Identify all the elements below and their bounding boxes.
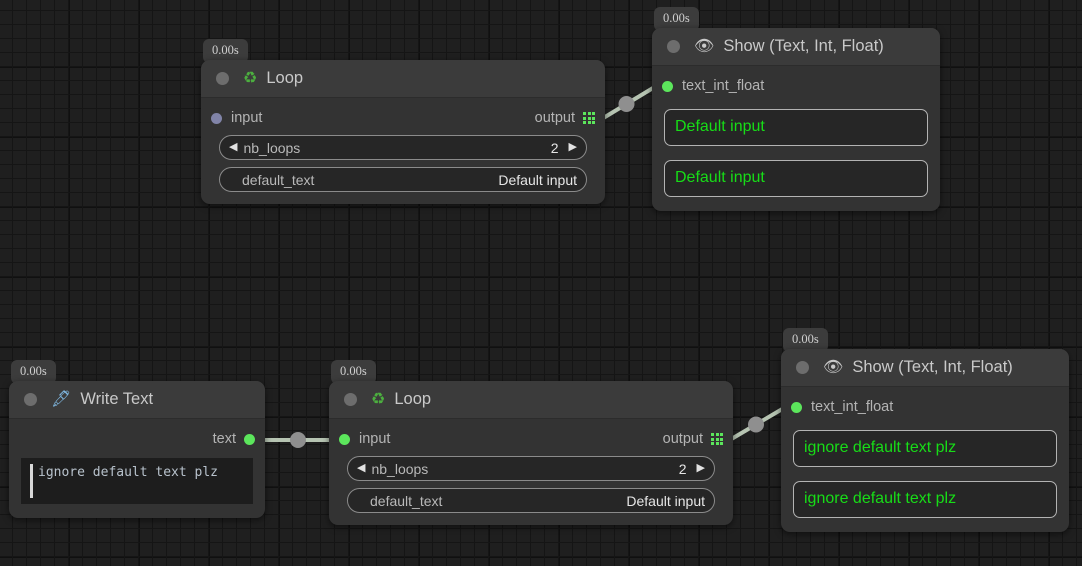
input-label: input <box>359 431 391 447</box>
param-name: nb_loops <box>243 139 301 156</box>
node-header[interactable]: 👁 Show (Text, Int, Float) <box>781 349 1069 387</box>
node-time-badge: 0.00s <box>11 360 56 384</box>
text-caret <box>30 464 33 498</box>
param-value: Default input <box>498 171 577 188</box>
node-body: text_int_float ignore default text plz i… <box>781 387 1069 532</box>
node-title: Loop <box>266 69 304 87</box>
recycle-icon: ♻ <box>243 69 258 87</box>
node-body: text_int_float Default input Default inp… <box>652 66 940 211</box>
node-title: Show (Text, Int, Float) <box>723 37 884 55</box>
output-value-box: Default input <box>664 160 928 197</box>
input-socket-input[interactable] <box>339 433 350 445</box>
node-collapse-dot[interactable] <box>24 393 37 406</box>
param-value: 2 <box>550 139 559 156</box>
link-midpoint-dot[interactable] <box>290 432 306 448</box>
node-header[interactable]: ♻ Loop <box>201 60 605 98</box>
output-label: output <box>534 110 575 126</box>
node-show-top[interactable]: 👁 Show (Text, Int, Float) text_int_float… <box>652 28 940 211</box>
output-socket-list-icon[interactable] <box>583 112 595 124</box>
node-loop-bottom[interactable]: ♻ Loop input output ◀ nb_loops 2 ▶ defau… <box>329 381 733 525</box>
input-socket-input[interactable] <box>211 112 222 124</box>
output-value-box: Default input <box>664 109 928 146</box>
param-name: default_text <box>370 492 443 509</box>
stepper-right-arrow-icon[interactable]: ▶ <box>568 141 577 153</box>
node-header[interactable]: 👁 Show (Text, Int, Float) <box>652 28 940 66</box>
port-row: text <box>19 429 255 449</box>
link-loop-top-to-show-top <box>598 86 655 122</box>
param-nb-loops-stepper[interactable]: ◀ nb_loops 2 ▶ <box>219 135 587 160</box>
input-label: input <box>231 110 263 126</box>
stepper-left-arrow-icon[interactable]: ◀ <box>357 462 366 474</box>
node-collapse-dot[interactable] <box>344 393 357 406</box>
param-value: Default input <box>626 492 705 509</box>
output-value-box: ignore default text plz <box>793 481 1057 518</box>
input-label: text_int_float <box>682 78 765 94</box>
port-row: text_int_float <box>662 76 930 96</box>
param-name: nb_loops <box>371 460 429 477</box>
node-time-badge: 0.00s <box>203 39 248 63</box>
node-write-text[interactable]: 🖋 Write Text text ignore default text pl… <box>9 381 265 518</box>
eye-icon: 👁 <box>823 358 844 376</box>
param-value: 2 <box>678 460 687 477</box>
param-default-text[interactable]: default_text Default input <box>347 488 715 513</box>
node-header[interactable]: ♻ Loop <box>329 381 733 419</box>
stepper-right-arrow-icon[interactable]: ▶ <box>696 462 705 474</box>
node-collapse-dot[interactable] <box>796 361 809 374</box>
node-title: Loop <box>394 390 432 408</box>
node-time-badge: 0.00s <box>654 7 699 31</box>
input-label: text_int_float <box>811 399 894 415</box>
output-label: output <box>662 431 703 447</box>
text-editor[interactable]: ignore default text plz <box>21 458 253 504</box>
eye-icon: 👁 <box>694 37 715 55</box>
node-collapse-dot[interactable] <box>667 40 680 53</box>
output-socket-text[interactable] <box>244 433 255 445</box>
stepper-left-arrow-icon[interactable]: ◀ <box>229 141 238 153</box>
output-value-box: ignore default text plz <box>793 430 1057 467</box>
node-header[interactable]: 🖋 Write Text <box>9 381 265 419</box>
node-title: Show (Text, Int, Float) <box>852 358 1013 376</box>
node-time-badge: 0.00s <box>331 360 376 384</box>
param-default-text[interactable]: default_text Default input <box>219 167 587 192</box>
pen-nib-icon: 🖋 <box>51 390 72 408</box>
node-body: input output ◀ nb_loops 2 ▶ default_text… <box>201 98 605 204</box>
link-midpoint-dot[interactable] <box>618 96 635 112</box>
input-socket-text-int-float[interactable] <box>791 401 802 413</box>
node-title: Write Text <box>80 390 154 408</box>
node-time-badge: 0.00s <box>783 328 828 352</box>
recycle-icon: ♻ <box>371 390 386 408</box>
node-collapse-dot[interactable] <box>216 72 229 85</box>
port-row: text_int_float <box>791 397 1059 417</box>
node-loop-top[interactable]: ♻ Loop input output ◀ nb_loops 2 ▶ defau… <box>201 60 605 204</box>
port-row: input output <box>211 108 595 128</box>
node-body: text ignore default text plz <box>9 419 265 518</box>
link-loop-bottom-to-show-bottom <box>726 406 786 443</box>
input-socket-text-int-float[interactable] <box>662 80 673 92</box>
node-body: input output ◀ nb_loops 2 ▶ default_text… <box>329 419 733 525</box>
text-editor-content[interactable]: ignore default text plz <box>38 465 219 480</box>
output-label: text <box>212 431 236 447</box>
param-nb-loops-stepper[interactable]: ◀ nb_loops 2 ▶ <box>347 456 715 481</box>
port-row: input output <box>339 429 723 449</box>
link-midpoint-dot[interactable] <box>748 416 764 433</box>
output-socket-list-icon[interactable] <box>711 433 723 445</box>
param-name: default_text <box>242 171 315 188</box>
node-show-bottom[interactable]: 👁 Show (Text, Int, Float) text_int_float… <box>781 349 1069 532</box>
